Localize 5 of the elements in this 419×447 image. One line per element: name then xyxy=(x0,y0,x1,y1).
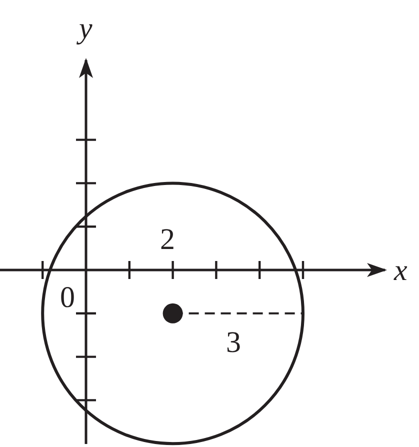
axis-label: y xyxy=(79,14,92,44)
axis-label: x xyxy=(394,256,408,286)
tick-label: 0 xyxy=(60,283,75,313)
tick-label: 3 xyxy=(226,328,241,358)
tick-label: 2 xyxy=(160,225,175,255)
